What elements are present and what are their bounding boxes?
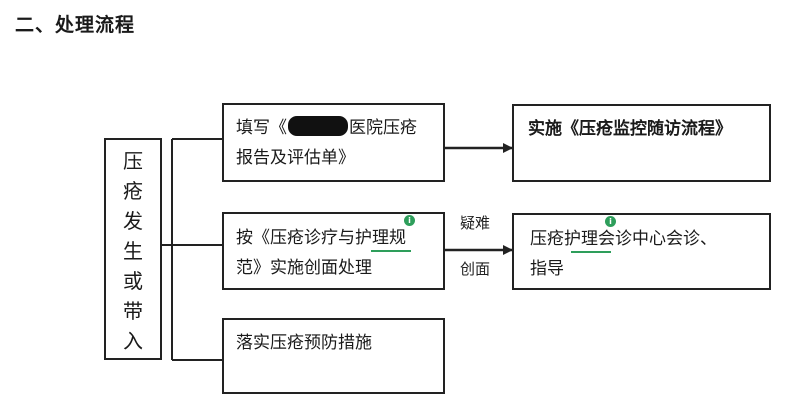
treatment-line-1: 按《压疮诊疗与护理规 [236, 228, 406, 248]
edge-label-line-2: 创面 [460, 260, 491, 278]
report-box: 填写《 医院压疮 报告及评估单》 [222, 103, 445, 182]
followup-box: 实施《压疮监控随访流程》 [512, 104, 771, 182]
report-line-2: 报告及评估单》 [236, 148, 355, 168]
consult-line-2: 指导 [530, 259, 564, 279]
trigger-char-1: 压 [123, 149, 143, 173]
consult-box: 压疮护理会诊中心会诊、 指导 [512, 213, 771, 290]
info-dot-icon[interactable]: i [605, 216, 616, 227]
edge-label-line-1: 疑难 [460, 214, 491, 232]
redaction-mark [288, 116, 348, 136]
info-dot-icon[interactable]: i [404, 215, 415, 226]
followup-text: 实施《压疮监控随访流程》 [528, 119, 732, 139]
report-line-1-prefix: 填写《 [236, 118, 287, 138]
prevention-box: 落实压疮预防措施 [222, 318, 445, 394]
report-line-1: 填写《 医院压疮 [236, 113, 417, 143]
page-heading: 二、处理流程 [15, 14, 136, 36]
annotation-underline [571, 251, 611, 253]
trigger-char-6: 带 [123, 299, 143, 323]
annotation-underline [371, 250, 411, 252]
consult-line-1: 压疮护理会诊中心会诊、 [530, 229, 717, 249]
treatment-line-2: 范》实施创面处理 [236, 258, 372, 278]
trigger-char-7: 入 [123, 329, 143, 353]
trigger-char-3: 发 [123, 209, 143, 233]
prevention-text: 落实压疮预防措施 [236, 333, 372, 353]
trigger-char-5: 或 [123, 269, 143, 293]
trigger-box: 压 疮 发 生 或 带 入 [104, 138, 162, 360]
trigger-char-4: 生 [123, 239, 143, 263]
report-line-1-suffix: 医院压疮 [349, 118, 417, 138]
trigger-char-2: 疮 [123, 179, 143, 203]
